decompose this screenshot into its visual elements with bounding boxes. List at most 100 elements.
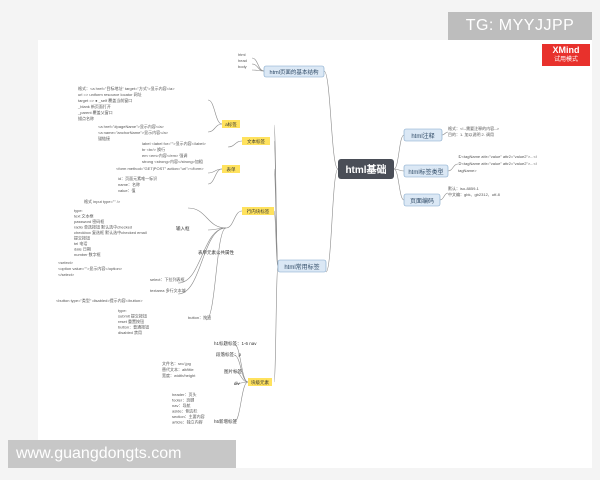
html5-note: footer：页脚 bbox=[172, 397, 194, 403]
mind-map-canvas[interactable]: html基础 html注释 html标签类型 页面编码 html页面的基本结构 … bbox=[38, 40, 592, 468]
branch-tags[interactable]: html标签类型 bbox=[403, 164, 449, 178]
svg-text:段落标签：p: 段落标签：p bbox=[216, 351, 241, 358]
label-html5: h5新增标签 bbox=[214, 418, 238, 425]
connector-line bbox=[177, 227, 227, 295]
svg-text:div: div bbox=[234, 381, 241, 386]
label-img-tag: 图片标签 bbox=[224, 368, 242, 375]
svg-text:h5新增标签: h5新增标签 bbox=[214, 418, 238, 425]
connector-line bbox=[225, 210, 243, 229]
connector-line bbox=[323, 70, 339, 170]
input-type: radio 单选按钮 默认选中checked bbox=[74, 224, 132, 230]
connector-line bbox=[447, 163, 459, 172]
label-block: 行内块标签 bbox=[242, 207, 274, 215]
input-type: date 日期 bbox=[74, 246, 91, 252]
form-attr: value：值 bbox=[118, 187, 136, 193]
connector-line bbox=[273, 265, 279, 383]
select-line: </select> bbox=[58, 272, 75, 277]
label-h-tag: h1标题标签：1-6 nav bbox=[214, 340, 257, 347]
tags-notes: tagName> bbox=[458, 168, 477, 173]
select-line: <select> bbox=[58, 260, 74, 265]
branch-common[interactable]: html常用标签 bbox=[277, 259, 327, 273]
connector-line bbox=[273, 140, 279, 267]
branch-comment[interactable]: html注释 bbox=[403, 128, 443, 142]
branch-tags-label: html标签类型 bbox=[408, 168, 443, 176]
root-node[interactable] bbox=[338, 159, 394, 179]
svg-text:行内块标签: 行内块标签 bbox=[247, 208, 270, 215]
branch-structure[interactable]: html页面的基本结构 bbox=[263, 65, 325, 78]
xmind-brand: XMind bbox=[552, 45, 580, 55]
connector-line bbox=[233, 381, 249, 385]
text-note: label <label for="">显示内容</label> bbox=[142, 140, 207, 146]
connector-line bbox=[393, 168, 405, 172]
encoding-notes: 中文编：gbk、gb2312、utf-8 bbox=[448, 191, 501, 197]
xmind-trial-badge[interactable]: XMind 试用模式 bbox=[542, 44, 590, 66]
svg-text:表单元素公共属性: 表单元素公共属性 bbox=[198, 249, 234, 256]
structure-item: head bbox=[238, 58, 247, 63]
input-format: 格式 input type="" /> bbox=[84, 198, 121, 204]
button-type: type: bbox=[118, 308, 127, 313]
branch-structure-label: html页面的基本结构 bbox=[270, 68, 319, 76]
connector-line bbox=[227, 140, 243, 148]
html5-note: aside：侧边栏 bbox=[172, 408, 198, 414]
svg-text:文本标签: 文本标签 bbox=[247, 138, 265, 145]
input-type: checkbox 复选框 默认选中checked email bbox=[74, 229, 147, 235]
select-label: select：下拉列表框 bbox=[150, 276, 184, 282]
connector-line bbox=[187, 207, 227, 229]
branch-encoding[interactable]: 页面编码 bbox=[403, 193, 441, 207]
button-line: <button type="类型" disabled>提示内容</button> bbox=[56, 297, 143, 303]
button-type: reset 重置按钮 bbox=[118, 318, 144, 324]
connector-line bbox=[207, 99, 223, 125]
svg-text:a标签: a标签 bbox=[225, 121, 237, 128]
form-attr: id：页面元素唯一标识 bbox=[118, 175, 157, 181]
svg-text:块级元素: 块级元素 bbox=[251, 379, 269, 386]
form-line: <form method="GET|POST" action="url"></f… bbox=[116, 166, 204, 171]
label-input: 输入框 bbox=[176, 225, 190, 232]
button-type: submit 提交按钮 bbox=[118, 313, 147, 319]
watermark-url: www.guangdongts.com bbox=[8, 440, 236, 468]
button-type: disabled 禁用 bbox=[118, 330, 142, 335]
branch-encoding-label: 页面编码 bbox=[410, 197, 434, 205]
input-type: text 文本框 bbox=[74, 213, 94, 219]
branch-common-label: html常用标签 bbox=[284, 263, 319, 271]
link-note: _parent 覆盖父窗口 bbox=[77, 109, 113, 115]
svg-text:h1标题标签：1-6 nav: h1标题标签：1-6 nav bbox=[214, 340, 257, 347]
input-type: tel 电话 bbox=[74, 240, 87, 246]
connector-line bbox=[233, 354, 249, 383]
connector-line bbox=[441, 131, 449, 136]
connector-line bbox=[325, 168, 339, 273]
html5-note: header：页头 bbox=[172, 391, 196, 397]
tags-notes: ①<tagName attr="value" attr2="value2">..… bbox=[458, 154, 538, 159]
select-line: <option value="">显示内容</option> bbox=[58, 265, 123, 271]
img-note: 替代文本：alt/title bbox=[162, 366, 194, 372]
link-note: target => ● _self 覆盖当前窗口 bbox=[78, 97, 132, 103]
anchor-note: <a name="anchorName">显示内容</a> bbox=[98, 129, 169, 135]
watermark-tg: TG: MYYJJPP bbox=[448, 12, 592, 40]
link-note: _blank 新页面打开 bbox=[77, 103, 111, 109]
connector-line bbox=[177, 227, 227, 284]
input-type: 提交按钮 bbox=[74, 235, 90, 241]
svg-text:输入框: 输入框 bbox=[176, 225, 190, 232]
label-text: 文本标签 bbox=[242, 137, 270, 145]
connector-line bbox=[233, 381, 249, 423]
connector-line bbox=[273, 210, 279, 267]
input-type: password 密码框 bbox=[74, 218, 104, 224]
structure-item: html bbox=[238, 52, 246, 57]
svg-text:表单: 表单 bbox=[227, 166, 236, 173]
comment-notes: 格式：<!--需要注释的内容--> bbox=[448, 125, 500, 131]
link-note: 描点名称 bbox=[78, 115, 94, 121]
text-note: em <em>内容</em> 强调 bbox=[142, 152, 187, 158]
xmind-mode: 试用模式 bbox=[553, 57, 578, 63]
button-type: button：普通按钮 bbox=[118, 324, 149, 330]
connector-line bbox=[393, 134, 405, 170]
anchor-note: <a href="#pageName">显示内容</a> bbox=[98, 123, 165, 129]
label-div-tag: div bbox=[234, 381, 241, 386]
link-note: 格式：<a href="目标地址" target="方式">显示内容</a> bbox=[78, 85, 175, 91]
html5-note: nav：导航 bbox=[172, 402, 190, 408]
img-note: 文件名：src/.jpg bbox=[162, 360, 191, 366]
connector-line bbox=[439, 192, 449, 201]
root-label: html基础 bbox=[345, 163, 386, 176]
connector-line bbox=[207, 123, 223, 133]
label-block-tag: 块级元素 bbox=[248, 378, 272, 386]
label-link: a标签 bbox=[222, 120, 240, 128]
label-form-common: 表单元素公共属性 bbox=[198, 249, 234, 256]
